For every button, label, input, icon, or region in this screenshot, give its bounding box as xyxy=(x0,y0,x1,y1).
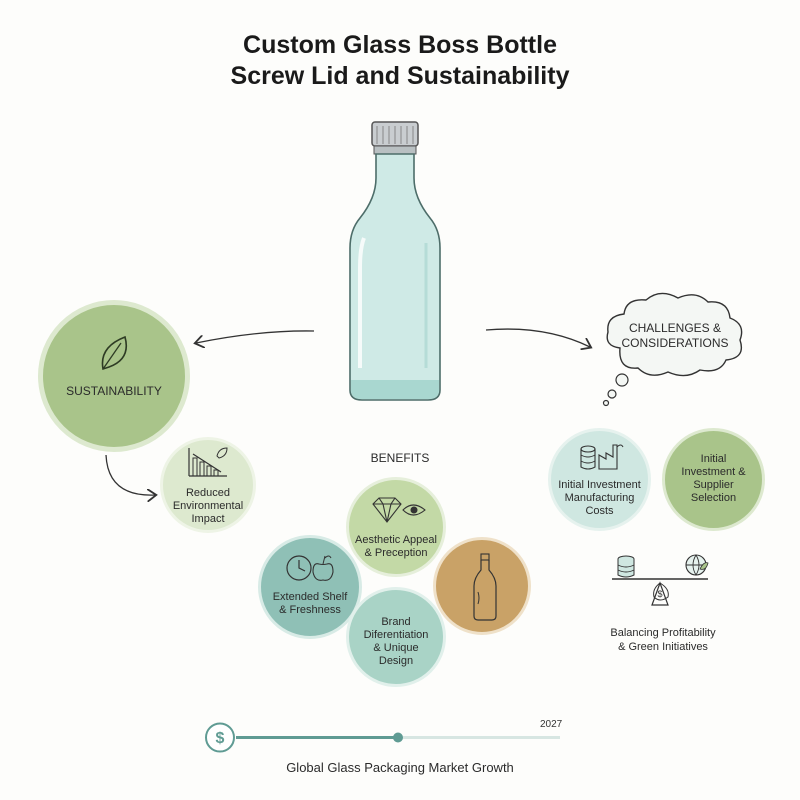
balance-line2: & Green Initiatives xyxy=(618,641,708,653)
supplier-line4: Selection xyxy=(690,492,737,504)
aesthetic-line1: Aesthetic Appeal xyxy=(355,534,437,546)
brand-differentiation-circle: Brand Diferentiation & Unique Design xyxy=(346,587,446,687)
shelf-line1: Extended Shelf xyxy=(272,591,348,603)
coins-factory-icon xyxy=(580,444,624,470)
bottle-icon xyxy=(473,553,497,621)
aesthetic-appeal-circle: Aesthetic Appeal & Preception xyxy=(346,477,446,577)
manufacturing-costs-circle: Initial Investment Manufacturing Costs xyxy=(548,428,651,531)
costs-line1: Initial Investment xyxy=(558,479,641,491)
market-growth-timeline: $ xyxy=(205,722,560,753)
dollar-coin-icon xyxy=(205,722,235,753)
sustainability-label: SUSTAINABILITY xyxy=(66,384,162,398)
benefits-heading: BENEFITS xyxy=(370,451,430,465)
page-subtitle: Screw Lid and Sustainability xyxy=(230,62,570,90)
challenges-heading-line1: CHALLENGES & xyxy=(628,321,722,335)
balance-line1: Balancing Profitability xyxy=(610,627,716,639)
shelf-line2: & Freshness xyxy=(279,604,341,616)
costs-line2: Manufacturing xyxy=(564,492,635,504)
svg-text:$: $ xyxy=(216,730,225,747)
svg-text:$: $ xyxy=(657,589,662,599)
brand-line4: Design xyxy=(378,655,414,667)
extended-shelf-circle: Extended Shelf & Freshness xyxy=(258,535,362,639)
costs-line3: Costs xyxy=(585,505,614,517)
aesthetic-line2: & Preception xyxy=(364,547,428,559)
timeline-caption: Global Glass Packaging Market Growth xyxy=(286,760,514,775)
diamond-eye-icon xyxy=(372,497,426,523)
timeline-progress-fill xyxy=(236,736,398,739)
glass-bottle-illustration xyxy=(349,121,441,401)
supplier-selection-circle: Initial Investment & Supplier Selection xyxy=(662,428,765,531)
brand-line2: Diferentiation xyxy=(363,629,429,641)
brand-line3: & Unique xyxy=(373,642,419,654)
reduced-impact-circle: Reduced Environmental Impact xyxy=(160,437,256,533)
timeline-year: 2027 xyxy=(540,719,563,730)
leaf-icon xyxy=(101,335,128,371)
brand-line1: Brand xyxy=(381,616,411,628)
balance-scale-icon: $ xyxy=(612,554,709,606)
timeline-marker xyxy=(393,732,403,743)
clock-apple-icon xyxy=(286,555,334,581)
challenges-heading-line2: CONSIDERATIONS xyxy=(621,336,729,350)
challenges-cloud xyxy=(602,292,743,407)
reduced-impact-line1: Reduced xyxy=(185,487,231,499)
supplier-line3: Supplier xyxy=(693,479,734,491)
supplier-line1: Initial xyxy=(700,453,727,465)
reduced-impact-line2: Environmental xyxy=(172,500,244,512)
declining-chart-leaf-icon xyxy=(188,447,228,477)
reduced-impact-line3: Impact xyxy=(191,513,225,525)
amber-bottle-circle xyxy=(433,537,531,635)
supplier-line2: Investment & xyxy=(681,466,746,478)
sustainability-circle: SUSTAINABILITY xyxy=(38,300,190,452)
page-title: Custom Glass Boss Bottle xyxy=(243,31,557,59)
